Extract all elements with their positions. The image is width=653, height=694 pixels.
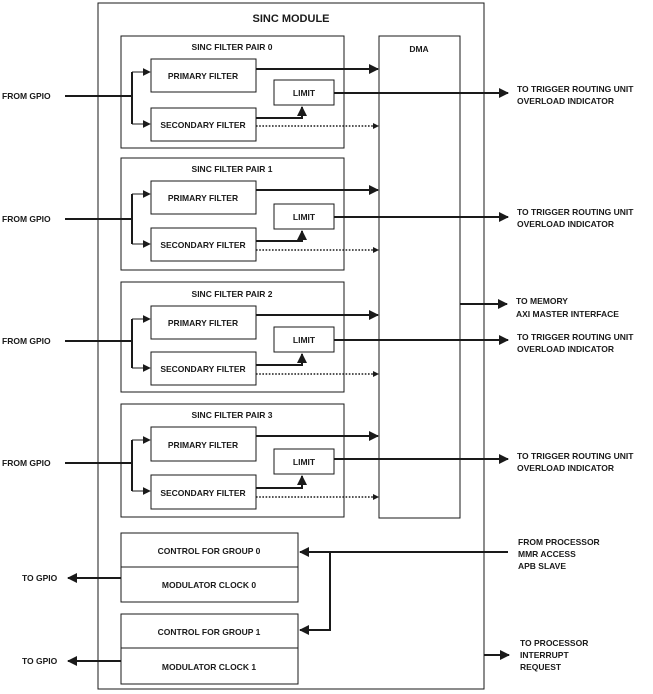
pair-2-input-label: FROM GPIO [2, 336, 51, 346]
pair-0-input-label: FROM GPIO [2, 91, 51, 101]
primary-filter-box [150, 58, 257, 93]
primary-filter-label: PRIMARY FILTER [168, 440, 238, 450]
dma-box [378, 35, 461, 519]
secondary-to-limit-arrow [256, 230, 307, 242]
clock-label: MODULATOR CLOCK 1 [162, 662, 256, 672]
pair-1-input-label: FROM GPIO [2, 214, 51, 224]
secondary-filter-box [150, 351, 257, 386]
pair-0-output-line1: TO TRIGGER ROUTING UNIT [517, 84, 634, 94]
pair-title: SINC FILTER PAIR 3 [192, 410, 273, 420]
clock-box [120, 647, 299, 685]
secondary-filter-label: SECONDARY FILTER [160, 240, 245, 250]
secondary-filter-box [150, 474, 257, 510]
dma-label: DMA [409, 44, 428, 54]
control-group-0: CONTROL FOR GROUP 0 MODULATOR CLOCK 0 [67, 532, 299, 603]
clock-box [120, 566, 299, 603]
secondary-filter-box [150, 227, 257, 262]
primary-filter-box [150, 180, 257, 215]
secondary-filter-label: SECONDARY FILTER [160, 120, 245, 130]
limit-box [273, 326, 335, 353]
secondary-to-limit-arrow [256, 475, 307, 489]
group-0-output-label: TO GPIO [22, 573, 58, 583]
processor-to-control1-arrow [299, 552, 331, 635]
secondary-filter-box [150, 107, 257, 142]
secondary-to-dma-arrowhead [373, 247, 379, 253]
group-1-output-label: TO GPIO [22, 656, 58, 666]
pair-title: SINC FILTER PAIR 0 [192, 42, 273, 52]
primary-filter-box [150, 426, 257, 462]
pair-1-output-line2: OVERLOAD INDICATOR [517, 219, 614, 229]
sinc-filter-pair-3: SINC FILTER PAIR 3 PRIMARY FILTER SECOND… [65, 403, 509, 518]
pair-2-output-line1: TO TRIGGER ROUTING UNIT [517, 332, 634, 342]
pair-2-output-line2: OVERLOAD INDICATOR [517, 344, 614, 354]
primary-filter-label: PRIMARY FILTER [168, 71, 238, 81]
clock-label: MODULATOR CLOCK 0 [162, 580, 256, 590]
pair-0-output-line2: OVERLOAD INDICATOR [517, 96, 614, 106]
limit-box [273, 448, 335, 475]
interrupt-output-line1: TO PROCESSOR [520, 638, 588, 648]
pair-3-output-line1: TO TRIGGER ROUTING UNIT [517, 451, 634, 461]
pair-1-output-line1: TO TRIGGER ROUTING UNIT [517, 207, 634, 217]
processor-input-line1: FROM PROCESSOR [518, 537, 600, 547]
secondary-filter-label: SECONDARY FILTER [160, 488, 245, 498]
pair-title: SINC FILTER PAIR 1 [192, 164, 273, 174]
secondary-to-limit-arrow [256, 353, 307, 366]
processor-input-line2: MMR ACCESS [518, 549, 576, 559]
primary-filter-label: PRIMARY FILTER [168, 193, 238, 203]
control-box [120, 532, 299, 568]
control-group-1: CONTROL FOR GROUP 1 MODULATOR CLOCK 1 [67, 613, 299, 685]
secondary-to-dma-arrowhead [373, 494, 379, 500]
primary-filter-box [150, 305, 257, 340]
secondary-to-dma-arrowhead [373, 123, 379, 129]
primary-filter-label: PRIMARY FILTER [168, 318, 238, 328]
sinc-filter-pair-2: SINC FILTER PAIR 2 PRIMARY FILTER SECOND… [65, 281, 509, 393]
control-label: CONTROL FOR GROUP 0 [158, 546, 261, 556]
limit-label: LIMIT [293, 457, 316, 467]
pair-title: SINC FILTER PAIR 2 [192, 289, 273, 299]
sinc-filter-pair-1: SINC FILTER PAIR 1 PRIMARY FILTER SECOND… [65, 157, 509, 271]
sinc-filter-pair-0: SINC FILTER PAIR 0 PRIMARY FILTER SECOND… [65, 35, 509, 149]
processor-input-line3: APB SLAVE [518, 561, 566, 571]
interrupt-output-line2: INTERRUPT [520, 650, 569, 660]
limit-label: LIMIT [293, 212, 316, 222]
pair-3-input-label: FROM GPIO [2, 458, 51, 468]
memory-output-line1: TO MEMORY [516, 296, 568, 306]
limit-box [273, 203, 335, 230]
control-label: CONTROL FOR GROUP 1 [158, 627, 261, 637]
memory-output-line2: AXI MASTER INTERFACE [516, 309, 619, 319]
interrupt-output-line3: REQUEST [520, 662, 562, 672]
secondary-to-limit-arrow [256, 106, 307, 119]
sinc-module-title: SINC MODULE [253, 13, 330, 25]
secondary-to-dma-arrowhead [373, 371, 379, 377]
limit-label: LIMIT [293, 335, 316, 345]
secondary-filter-label: SECONDARY FILTER [160, 364, 245, 374]
pair-3-output-line2: OVERLOAD INDICATOR [517, 463, 614, 473]
limit-label: LIMIT [293, 88, 316, 98]
